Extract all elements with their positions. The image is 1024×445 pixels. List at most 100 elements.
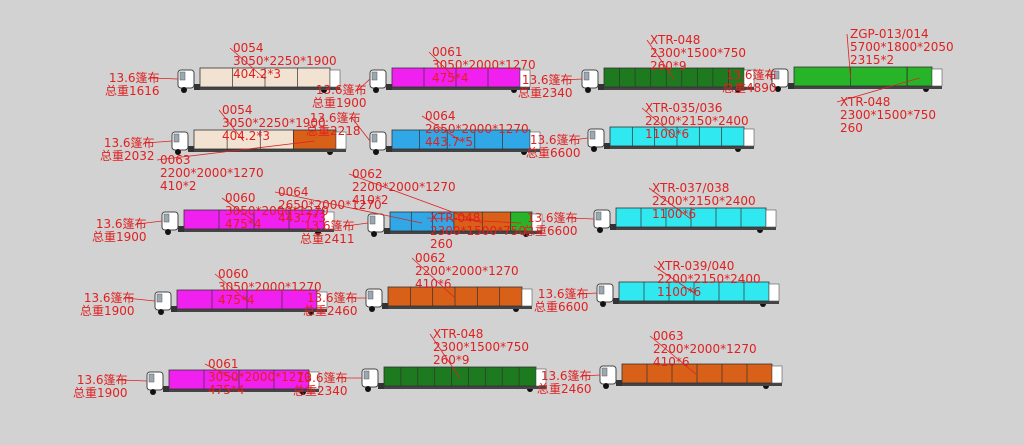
cab-window	[156, 293, 163, 303]
cargo-green	[906, 66, 933, 87]
cargo-label: XTR-048 2300*1500*750 260	[840, 95, 936, 135]
trailer-bed	[194, 149, 346, 152]
trailer-bed	[169, 389, 319, 392]
label-leader	[348, 173, 483, 224]
trailer-tail	[535, 368, 547, 387]
label-leader	[641, 107, 678, 139]
cargo-label: XTR-048 2300*1500*750 260*9	[433, 327, 529, 367]
cab-hitch	[382, 303, 388, 309]
label-leader	[411, 257, 456, 299]
truck-side-label: 13.6篷布 总重6600	[526, 133, 581, 160]
side-leader	[150, 77, 179, 80]
cab-hitch	[384, 228, 390, 234]
wheel	[775, 86, 781, 92]
truck-side-label: 13.6篷布 总重2460	[303, 291, 358, 318]
trailer-tail	[519, 69, 531, 88]
label-leader	[229, 47, 266, 80]
cab-window	[148, 373, 155, 383]
trailer-tail	[531, 213, 543, 232]
wheel	[585, 87, 591, 93]
wheel	[150, 389, 156, 395]
cab-window	[363, 370, 370, 380]
label-leader	[218, 109, 245, 142]
cab-window	[179, 71, 186, 81]
trailer-bed	[619, 301, 779, 304]
cargo-label: 0063 2200*2000*1270 410*2	[160, 153, 264, 193]
cab-window	[371, 71, 378, 81]
truck-side-label: 13.6篷布 总重2218	[306, 111, 361, 138]
wheel	[373, 149, 379, 155]
trailer-bed	[392, 149, 540, 152]
cargo-label: 0061 3050*2000*1270 475*4	[208, 357, 312, 397]
label-leader	[648, 187, 692, 220]
wheel	[597, 227, 603, 233]
label-leader	[426, 217, 522, 224]
label-leader	[429, 333, 461, 379]
trailer-bed	[390, 231, 542, 234]
label-leader	[204, 363, 240, 382]
side-leader	[145, 140, 173, 144]
cab-hitch	[163, 386, 169, 392]
cargo-label: 0062 2200*2000*1270 410*6	[415, 251, 519, 291]
truck-side-label: 13.6篷布 总重2460	[537, 369, 592, 396]
cab-window	[369, 215, 376, 225]
trailer-tail	[335, 131, 347, 150]
trailer-tail	[529, 131, 541, 150]
side-leader	[568, 217, 595, 220]
trailer-tail	[931, 68, 943, 87]
cab-window	[773, 70, 780, 80]
side-leader	[767, 74, 773, 79]
cab-window	[595, 211, 602, 221]
trailer-tail	[329, 69, 341, 88]
cab-hitch	[188, 146, 194, 152]
trailer-tail	[771, 365, 783, 384]
cab-hitch	[178, 226, 184, 232]
label-leader	[274, 191, 423, 224]
cab-hitch	[378, 383, 384, 389]
cargo-label: 0054 3050*2250*1900 404.2*3	[233, 41, 337, 81]
trailer-bed	[622, 383, 782, 386]
trailer-tail	[308, 371, 320, 390]
truck-side-label: 13.6篷布 总重1900	[92, 217, 147, 244]
side-leader	[571, 137, 589, 141]
cargo-label: XTR-048 2300*1500*750 260	[430, 211, 526, 251]
trailer-bed	[384, 386, 546, 389]
wheel	[591, 146, 597, 152]
side-leader	[563, 78, 583, 81]
wheel	[181, 87, 187, 93]
wheel	[158, 309, 164, 315]
trailer-bed	[177, 309, 327, 312]
truck-side-label: 13.6篷布 总重1900	[80, 291, 135, 318]
label-leader	[421, 115, 462, 142]
trailer-tail	[316, 291, 328, 310]
cab-hitch	[386, 146, 392, 152]
label-leader	[836, 77, 920, 103]
cargo-label: 0061 3050*2000*1270 475*4	[432, 45, 536, 85]
wheel	[365, 386, 371, 392]
label-leader	[646, 39, 675, 80]
trailer-bed	[794, 86, 942, 89]
cab-window	[583, 71, 590, 81]
cab-hitch	[613, 298, 619, 304]
truck-side-label: 13.6篷布 总重1900	[312, 83, 367, 110]
trailer-bed	[392, 87, 530, 90]
label-leader	[221, 197, 255, 222]
cargo-label: XTR-048 2300*1500*750 260*9	[650, 33, 746, 73]
cab-hitch	[616, 380, 622, 386]
side-leader	[351, 117, 371, 142]
cargo-label: 0060 3050*2000*1270 475*4	[225, 191, 329, 231]
cab-window	[598, 285, 605, 295]
wheel	[600, 301, 606, 307]
cargo-label: ZGP-013/014 5700*1800*2050 2315*2	[850, 27, 954, 67]
trailer-bed	[184, 229, 334, 232]
cab-hitch	[788, 83, 794, 89]
cab-hitch	[386, 84, 392, 90]
cargo-label: 0064 2650*2000*1270 443.7*3	[278, 185, 382, 225]
truck-side-label: 13.6篷布 总重1616	[105, 71, 160, 98]
cargo-label: 0063 2200*2000*1270 410*6	[653, 329, 757, 369]
trailer-tail	[323, 211, 335, 230]
cab-hitch	[171, 306, 177, 312]
truck-side-label: 13.6篷布 总重2340	[293, 371, 348, 398]
cargo-label: XTR-037/038 2200*2150*2400 1100*6	[652, 181, 756, 221]
cargo-label: 0054 3050*2250*1900 404.2*3	[222, 103, 326, 143]
